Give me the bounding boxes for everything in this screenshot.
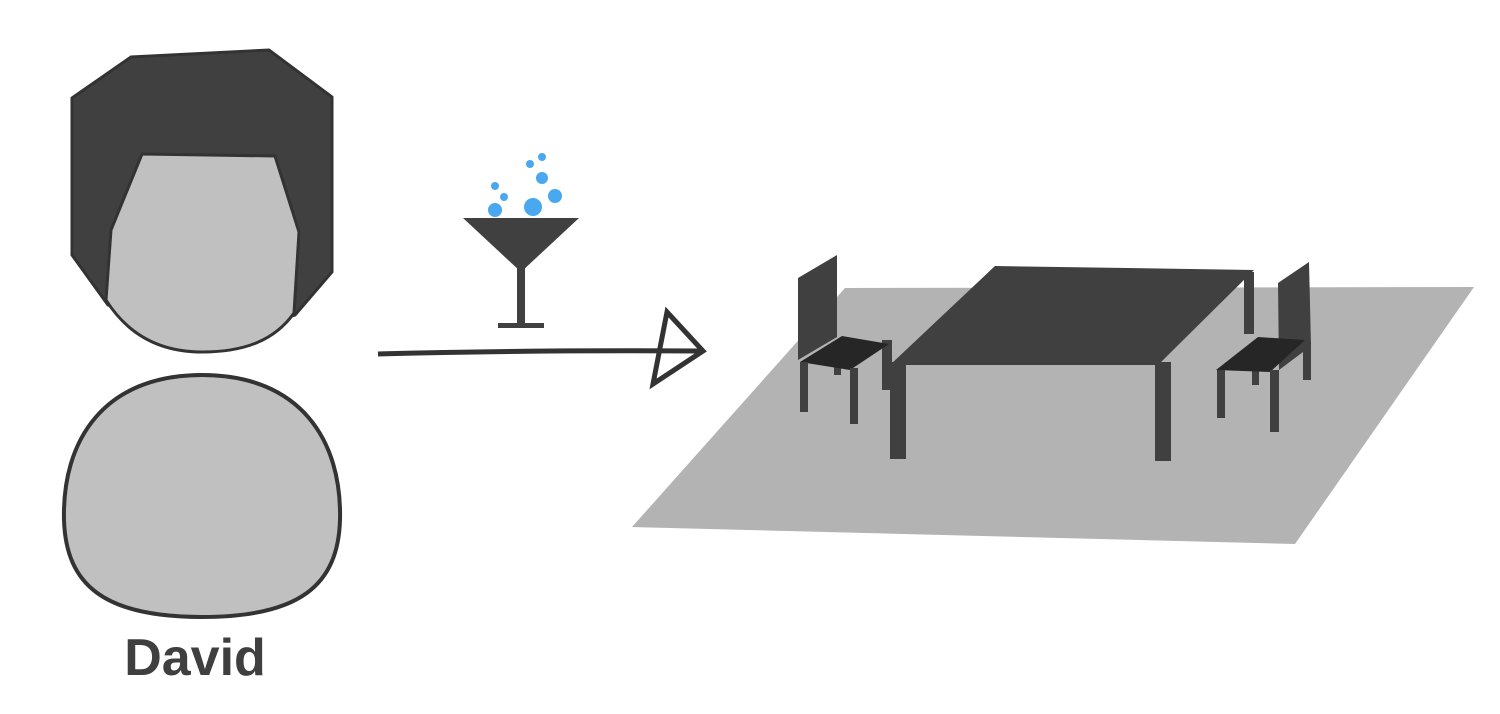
cocktail-glass-icon (463, 153, 579, 328)
glass-base (498, 323, 544, 328)
person-figure (61, 48, 343, 620)
arrow-right-icon (377, 306, 707, 390)
bubbles-icon (488, 153, 562, 217)
dining-area (632, 255, 1474, 544)
glass-stem (517, 268, 525, 326)
person-name-label: David (124, 629, 266, 687)
table-icon (882, 266, 1254, 461)
chair-icon (798, 255, 890, 424)
person-body (61, 372, 343, 620)
person-face (104, 152, 301, 354)
arrow-shaft (377, 348, 701, 357)
chair-icon (1216, 262, 1311, 432)
glass-bowl (463, 218, 579, 272)
arrow-head (649, 306, 707, 390)
